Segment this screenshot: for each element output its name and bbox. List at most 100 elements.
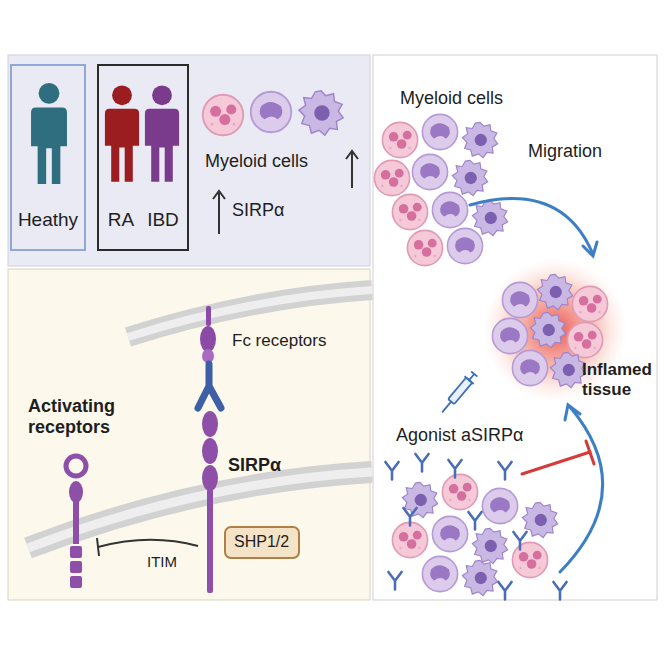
myeloid-cell [512, 542, 547, 577]
illustration-part [448, 378, 472, 405]
myeloid-cell [462, 560, 497, 595]
antibody [513, 532, 526, 550]
cell-clusters [374, 114, 607, 595]
activating-receptor [66, 456, 86, 588]
label: Myeloid cells [205, 151, 308, 172]
myeloid-cell [452, 160, 487, 195]
antibody [415, 454, 428, 472]
label: SIRPα [232, 200, 284, 221]
illustration-part [438, 370, 479, 416]
myeloid-cell [530, 312, 565, 347]
illustration-part [73, 500, 79, 544]
right-panel [373, 55, 657, 600]
myeloid-cell [537, 274, 572, 309]
label: Agonist aSIRPα [396, 425, 523, 446]
label: Fc receptors [232, 331, 326, 351]
illustration-part [98, 540, 198, 547]
myeloid-cell [392, 194, 427, 229]
group-box: Heathy [10, 64, 86, 251]
illustration-part [470, 199, 592, 252]
node-text: IBD [141, 209, 185, 231]
antibody [385, 462, 398, 480]
syringe [438, 370, 479, 416]
illustration-part [565, 405, 580, 420]
myeloid-cell [407, 230, 442, 265]
myeloid-cell [432, 192, 467, 227]
illustration-part [66, 456, 86, 476]
myeloid-cell [422, 556, 457, 591]
illustration-part [128, 290, 372, 337]
myeloid-cell [482, 488, 517, 523]
antibody [448, 460, 461, 478]
myeloid-cell [392, 522, 427, 557]
myeloid-cell [374, 160, 409, 195]
illustration-part [70, 561, 82, 573]
myeloid-cell [462, 122, 497, 157]
illustration-part [70, 546, 82, 558]
illustration-part [213, 191, 225, 234]
fc-receptor [200, 306, 216, 363]
ibd-person [145, 85, 179, 181]
macrophage [299, 91, 343, 135]
myeloid-cell [422, 114, 457, 149]
sirpa-receptor [202, 411, 218, 593]
node-text: Heathy [12, 209, 84, 231]
antibody [553, 582, 566, 600]
myeloid-cell [512, 350, 547, 385]
illustration-part [128, 290, 372, 337]
antibody [498, 462, 511, 480]
illustration-part [70, 576, 82, 588]
label: Activating receptors [28, 396, 146, 437]
antibody [498, 582, 511, 600]
myeloid-cell [447, 228, 482, 263]
antibody [403, 508, 416, 526]
antibody [198, 364, 221, 408]
label: Myeloid cells [400, 88, 503, 109]
label: Inflamed tissue [582, 360, 660, 399]
myeloid-cell [502, 282, 537, 317]
myeloid-cell [492, 318, 527, 353]
label: SIRPα [228, 455, 281, 476]
migration-arrow [470, 199, 597, 256]
membrane [28, 290, 372, 548]
myeloid-cell [572, 286, 607, 321]
antibody [468, 512, 481, 530]
myeloid-cell [432, 516, 467, 551]
monocyte [251, 92, 291, 132]
top-panel [8, 55, 370, 266]
illustration-part [202, 438, 218, 464]
illustration-part [586, 441, 594, 464]
illustration-part [206, 306, 211, 326]
illustration-part [202, 465, 218, 491]
illustration-part [97, 538, 99, 556]
antibody [388, 572, 401, 590]
node-text: RA [103, 209, 139, 231]
myeloid-cell [382, 122, 417, 157]
enzyme-box: SHP1/2 [224, 526, 300, 559]
illustration-part [69, 481, 83, 503]
group-box: RAIBD [97, 64, 189, 251]
healthy-person [31, 83, 67, 184]
neutrophil [203, 95, 243, 135]
treatment-arrows [522, 405, 603, 572]
antibodies [385, 454, 566, 600]
myeloid-cell [472, 528, 507, 563]
illustration-part [28, 472, 372, 548]
illustration-part [207, 489, 213, 593]
illustration-part [583, 242, 597, 256]
illustration-part [28, 472, 372, 548]
label: ITIM [147, 553, 177, 570]
myeloid-cell [550, 352, 585, 387]
illustration-part [560, 407, 603, 572]
illustration-part [200, 326, 216, 352]
node-text: SHP1/2 [234, 533, 289, 551]
label: Migration [528, 141, 602, 162]
illustration-part [202, 411, 218, 437]
ra-person [105, 85, 139, 181]
myeloid-cell [412, 154, 447, 189]
myeloid-cell [567, 322, 602, 357]
myeloid-cell [472, 200, 507, 235]
